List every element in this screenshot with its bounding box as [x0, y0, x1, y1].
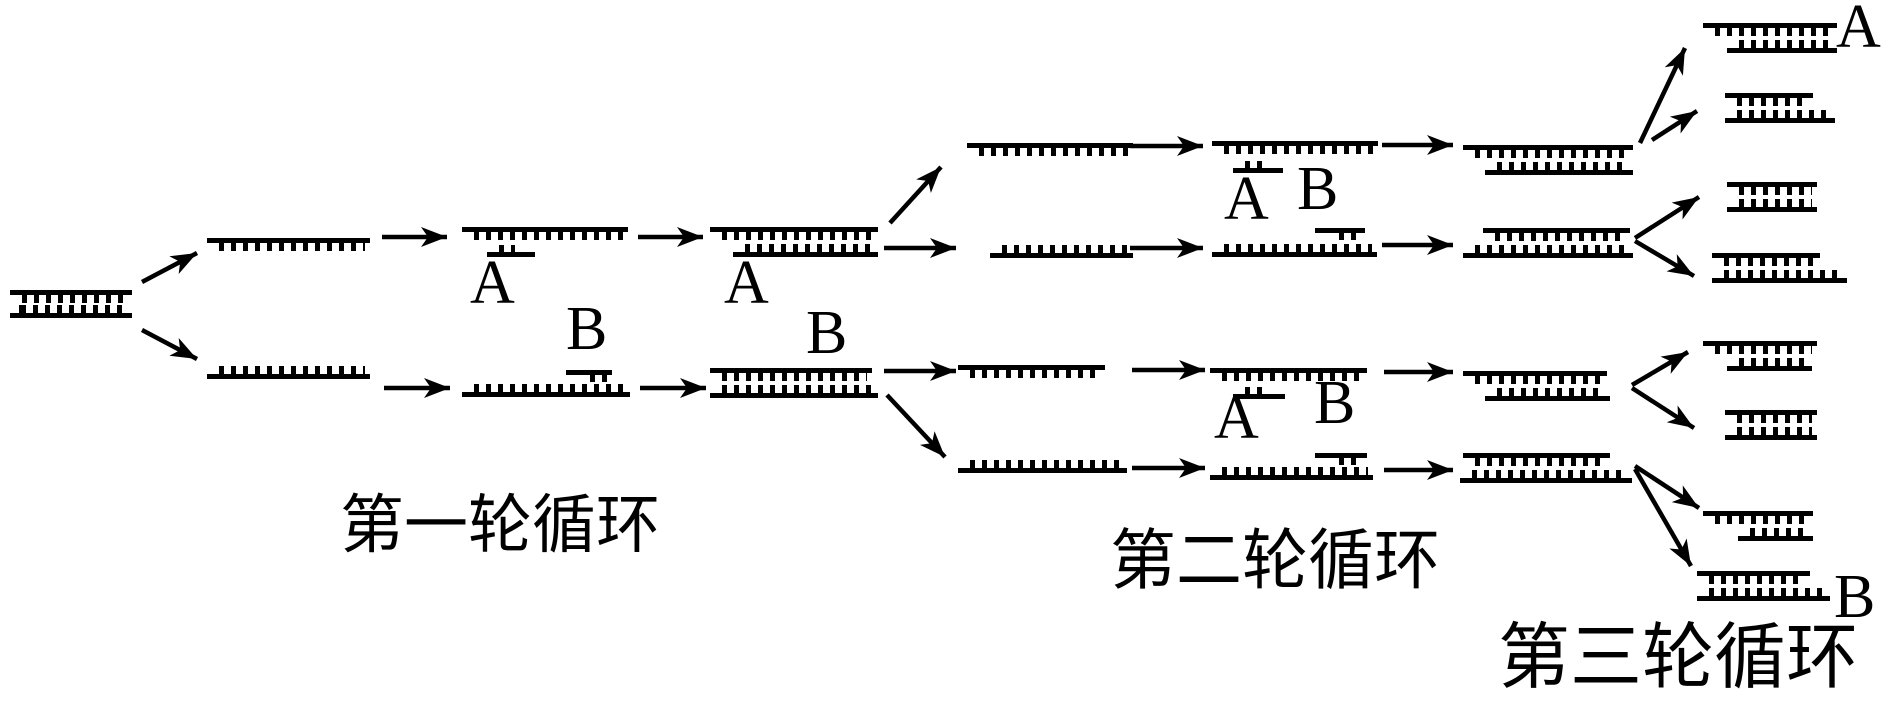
r3-product4-bottom — [1712, 270, 1847, 283]
r2-row1-duplex-bottom — [1485, 162, 1633, 175]
r3-product3-bottom — [1727, 199, 1817, 212]
r1-primer-b — [566, 370, 612, 382]
arrow-r3-p1 — [1637, 47, 1688, 144]
r1-top-denatured-strand — [207, 238, 370, 251]
primer-a-label: A — [724, 249, 769, 317]
r2-row3-duplex-bottom — [1485, 388, 1610, 401]
primer-b-label: B — [1314, 369, 1356, 437]
r3-product7-top — [1703, 511, 1813, 524]
r2-row2-duplex-bottom — [1463, 245, 1633, 258]
r1-top-template-strand — [462, 227, 628, 240]
r2-row2-duplex-top — [1483, 228, 1630, 241]
arrow-r3-p6 — [1630, 386, 1696, 430]
r1-primer-a — [487, 245, 535, 257]
r3-product6-top — [1725, 410, 1817, 423]
r1-bottom-duplex-template — [710, 385, 878, 398]
r3-product2-top — [1725, 93, 1813, 106]
r2-row1-duplex-top — [1463, 145, 1633, 158]
primer-a-label: A — [1214, 384, 1259, 452]
r2-row2-template — [1212, 244, 1377, 257]
r2-row2-strand — [990, 245, 1133, 258]
arrow-denature-down — [140, 328, 199, 361]
arrow-split-r2-row1 — [888, 165, 943, 225]
r3-product6-bottom — [1725, 427, 1817, 440]
primer-a-label: A — [470, 249, 515, 317]
r1-bottom-denatured-strand — [207, 366, 370, 379]
r2-row1-primer-a — [1233, 161, 1283, 173]
primer-b-label: B — [566, 295, 608, 363]
primer-b-label: B — [806, 299, 848, 367]
primer-b-label: B — [1834, 563, 1876, 631]
arrow-r3-p4 — [1633, 239, 1696, 278]
r1-top-duplex-new-strand — [733, 244, 878, 257]
r2-row3-template — [1210, 368, 1367, 381]
r2-row1-strand — [967, 143, 1133, 156]
r3-product1-bottom — [1727, 40, 1837, 53]
arrow-r3-p5 — [1630, 350, 1690, 387]
r1-bottom-template-strand — [462, 384, 630, 397]
r2-row3-strand — [958, 365, 1105, 378]
r3-product2-bottom — [1725, 110, 1835, 123]
arrow-r3-p8 — [1633, 467, 1693, 568]
r2-row4-strand — [958, 460, 1127, 473]
r3-product1-top — [1703, 23, 1837, 36]
r3-product8-top — [1697, 571, 1810, 584]
r1-bottom-duplex-new-strand — [710, 368, 872, 381]
primer-a-label: A — [1224, 165, 1269, 233]
arrow-r3-p2 — [1650, 109, 1699, 142]
dsdna-bottom-strand — [10, 305, 132, 318]
r3-product8-bottom — [1697, 588, 1830, 601]
r2-row2-primer-b — [1315, 228, 1365, 240]
primer-b-label: B — [1297, 155, 1339, 223]
r2-row3-primer-a — [1233, 387, 1285, 399]
round3-caption: 第三轮循环 — [1498, 618, 1859, 698]
r2-row4-duplex-bottom — [1460, 470, 1632, 483]
arrow-split-r2-row4 — [885, 393, 947, 459]
arrow-r3-p3 — [1633, 195, 1701, 240]
r2-row4-primer-b — [1315, 453, 1367, 465]
round2-caption: 第二轮循环 — [1110, 525, 1440, 598]
dsdna-top-strand — [10, 290, 132, 303]
r3-product7-bottom — [1738, 528, 1813, 541]
r3-product3-top — [1727, 182, 1817, 195]
r1-top-duplex-template — [710, 227, 878, 240]
r2-row3-duplex-top — [1463, 371, 1607, 384]
primer-a-label: A — [1836, 0, 1881, 61]
r2-row1-template — [1212, 141, 1378, 154]
r3-product5-bottom — [1727, 358, 1812, 371]
round1-caption: 第一轮循环 — [340, 490, 660, 561]
arrow-denature-up — [140, 251, 199, 284]
r3-product5-top — [1703, 341, 1817, 354]
arrow-r3-p7 — [1633, 464, 1701, 510]
r3-product4-top — [1712, 253, 1820, 266]
r2-row4-duplex-top — [1463, 453, 1610, 466]
r2-row4-template — [1210, 467, 1373, 480]
